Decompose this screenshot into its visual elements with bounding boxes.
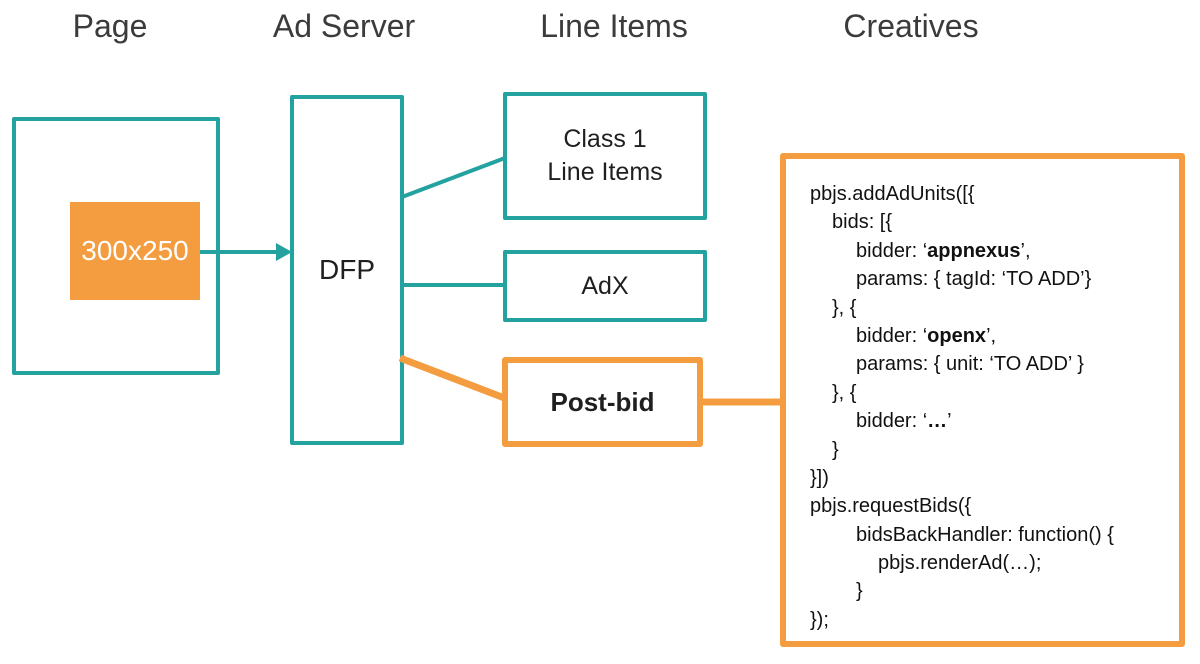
adx-box: AdX xyxy=(503,250,707,322)
class1-line-items-box: Class 1 Line Items xyxy=(503,92,707,220)
creatives-code: pbjs.addAdUnits([{ bids: [{ bidder: ‘appne… xyxy=(810,180,1175,634)
adx-label: AdX xyxy=(581,271,629,300)
ad-slot-300x250: 300x250 xyxy=(70,202,200,300)
postbid-box: Post-bid xyxy=(502,357,703,447)
code-line: bidsBackHandler: function() { xyxy=(856,523,1114,546)
code-line: bidder: ‘…’ xyxy=(856,410,952,433)
dfp-to-postbid-line xyxy=(398,354,509,403)
code-line: } xyxy=(856,580,863,603)
code-line: }]) xyxy=(810,466,829,489)
column-header-creatives: Creatives xyxy=(843,8,979,44)
column-header-ad-server: Ad Server xyxy=(272,8,416,44)
code-line: pbjs.requestBids({ xyxy=(810,495,972,518)
code-line: } xyxy=(832,438,839,461)
code-line: pbjs.addAdUnits([{ xyxy=(810,183,975,205)
code-line: bids: [{ xyxy=(832,211,893,234)
column-header-line-items: Line Items xyxy=(540,8,688,44)
code-line: }, { xyxy=(832,296,857,319)
code-line: bidder: ‘appnexus’, xyxy=(856,239,1031,262)
dfp-box: DFP xyxy=(290,95,404,445)
code-line: pbjs.renderAd(…); xyxy=(878,552,1042,575)
creatives-code-box xyxy=(780,153,1185,647)
code-line: }); xyxy=(810,608,829,631)
dfp-to-class1-line xyxy=(401,156,506,199)
dfp-label: DFP xyxy=(319,254,375,285)
postbid-label: Post-bid xyxy=(550,386,655,417)
code-line: bidder: ‘openx’, xyxy=(856,324,997,347)
code-line: params: { unit: ‘TO ADD’ } xyxy=(856,353,1084,376)
code-line: params: { tagId: ‘TO ADD’} xyxy=(856,268,1092,291)
class1-label: Class 1 Line Items xyxy=(547,125,663,186)
column-header-page: Page xyxy=(72,8,148,44)
code-line: }, { xyxy=(832,381,857,404)
